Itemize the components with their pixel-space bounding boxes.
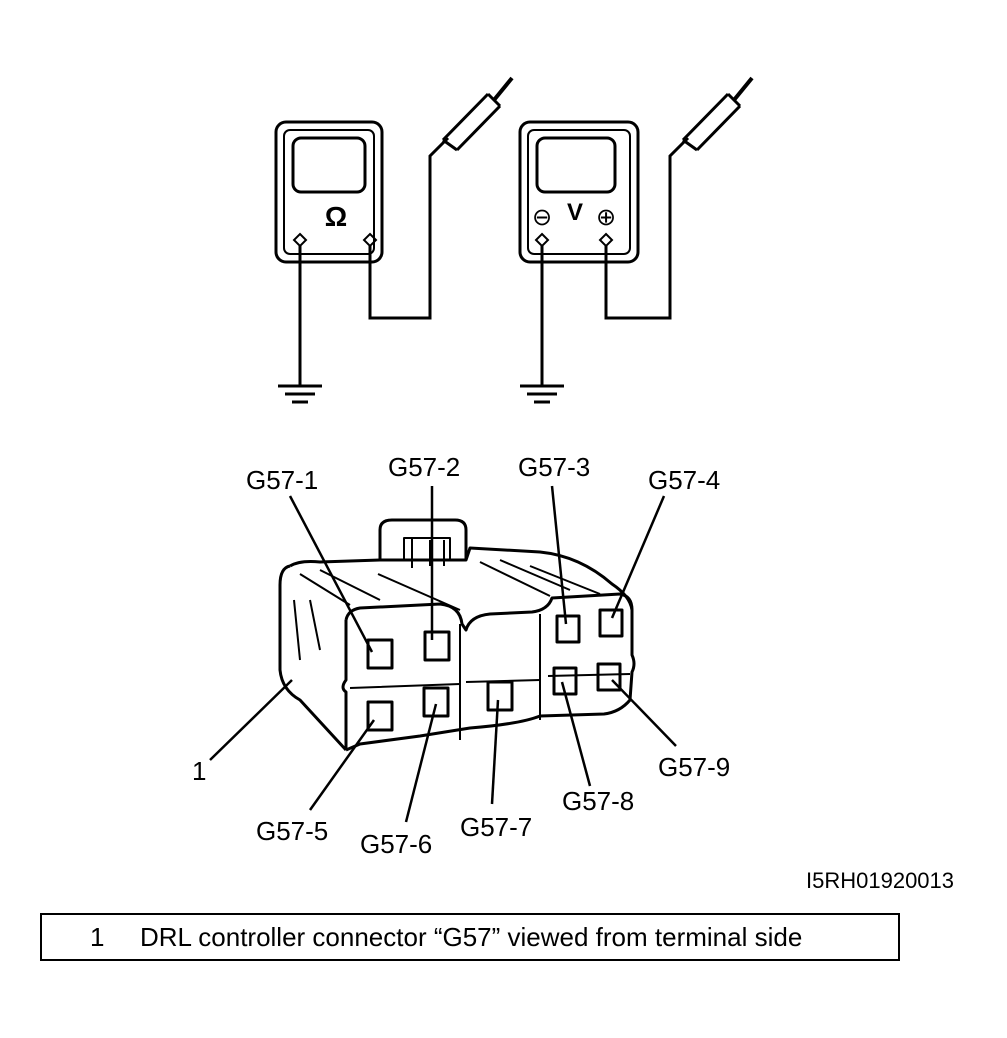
pin-label-g57-8: G57-8	[562, 786, 634, 816]
pin-label-g57-6: G57-6	[360, 829, 432, 859]
pin-label-g57-2: G57-2	[388, 452, 460, 482]
ohmmeter	[274, 76, 514, 404]
figure-code: I5RH01920013	[806, 868, 954, 893]
pin-label-g57-5: G57-5	[256, 816, 328, 846]
legend-box: 1 DRL controller connector “G57” viewed …	[40, 913, 900, 961]
legend-text: DRL controller connector “G57” viewed fr…	[140, 922, 803, 952]
minus-terminal-icon: ⊖	[532, 204, 552, 231]
pin-label-g57-1: G57-1	[246, 465, 318, 495]
legend-number: 1	[90, 922, 105, 952]
plus-terminal-icon: ⊕	[596, 204, 616, 231]
leader-lines	[209, 485, 677, 823]
pin-label-g57-7: G57-7	[460, 812, 532, 842]
pin-label-g57-4: G57-4	[648, 465, 720, 495]
volt-symbol: V	[567, 199, 583, 226]
pin-label-g57-9: G57-9	[658, 752, 730, 782]
pin-label-g57-3: G57-3	[518, 452, 590, 482]
connector-g57	[278, 518, 636, 752]
ohm-symbol: Ω	[325, 201, 347, 232]
voltmeter	[518, 76, 754, 404]
callout-1: 1	[192, 756, 206, 786]
